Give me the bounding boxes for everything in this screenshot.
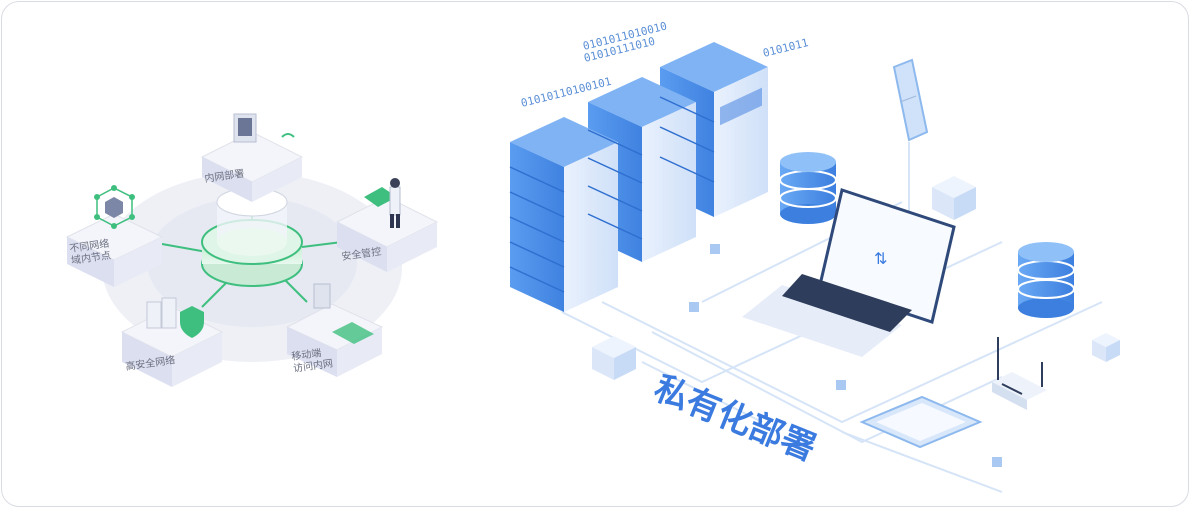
node-mobile-access: 移动端访问内网 (285, 283, 384, 377)
node-high-security-network: 高安全网络 (120, 297, 224, 387)
network-hub-diagram: 内网部署 安全管控 移动端访问内网 (65, 113, 439, 387)
node-intranet: 内网部署 (200, 113, 304, 202)
database-icon (1017, 242, 1075, 318)
server-rack-1 (509, 117, 618, 312)
deployment-title: 私有化部署 (649, 368, 822, 469)
node-cross-domain: 不同网络域内节点 (65, 185, 164, 287)
node-label-mobile-access: 移动端访问内网 (291, 345, 334, 375)
phone-icon (892, 58, 929, 142)
database-icon (779, 152, 837, 224)
small-cubes (592, 176, 1120, 467)
central-hub (201, 187, 303, 287)
upload-download-icon: ⇅ (874, 249, 887, 268)
server-slots (587, 96, 715, 240)
binary-text-4: 0101011 (762, 36, 810, 60)
laptop-icon: ⇅ (742, 188, 956, 357)
private-deployment-scene: 0101011010010 01010111010 01010110100101… (509, 19, 1120, 493)
router-icon (992, 337, 1047, 410)
node-security-control: 安全管控 (335, 178, 439, 272)
tablet-icon (859, 395, 983, 449)
